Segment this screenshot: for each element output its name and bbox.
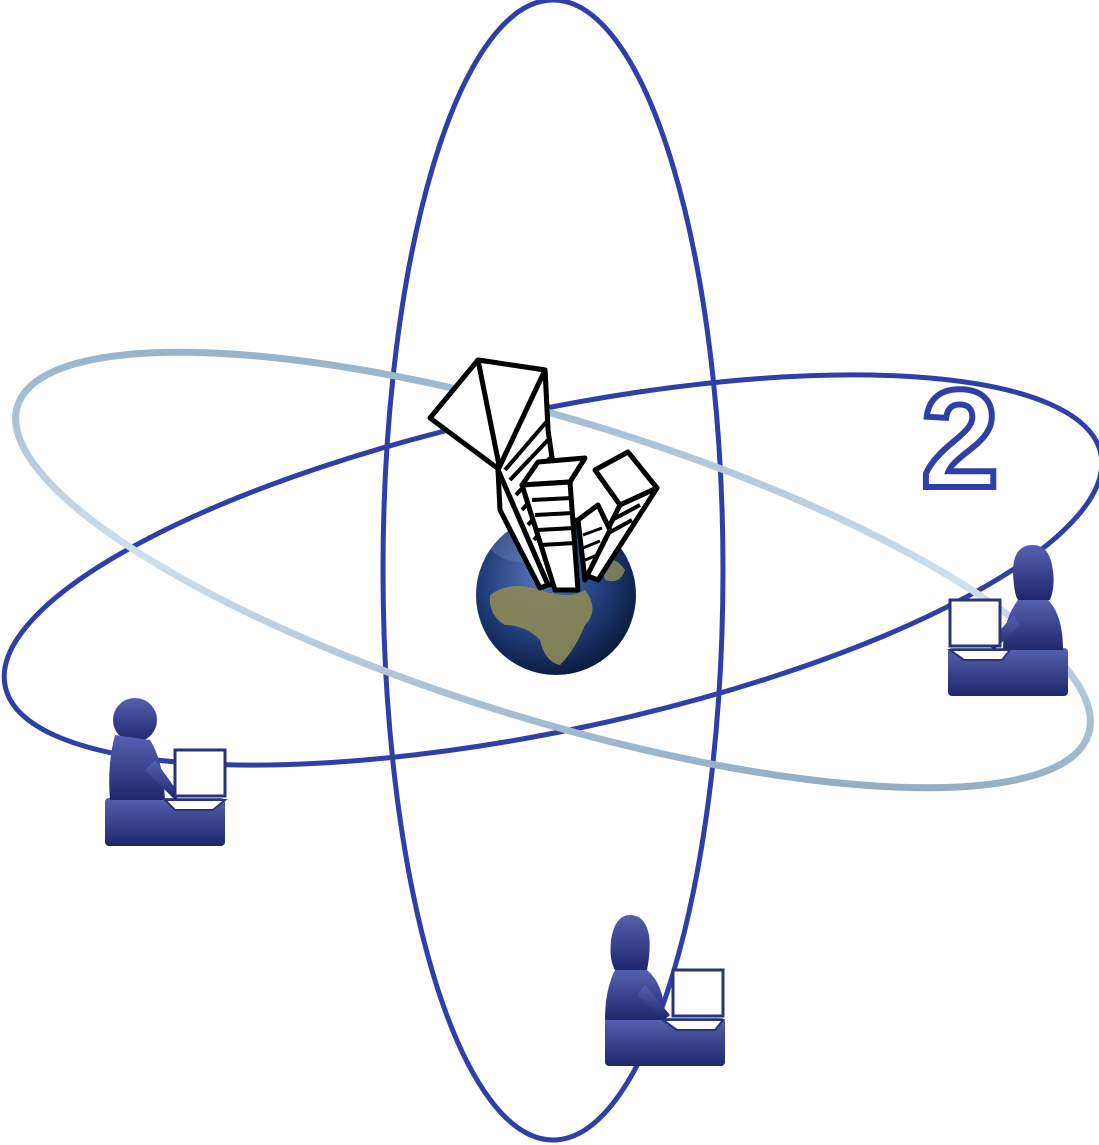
- user-at-computer-icon-left: [105, 698, 225, 846]
- user-at-computer-icon-bottom: [605, 915, 725, 1066]
- user-at-computer-icon-right: [948, 545, 1068, 696]
- number-label: 2: [921, 360, 999, 517]
